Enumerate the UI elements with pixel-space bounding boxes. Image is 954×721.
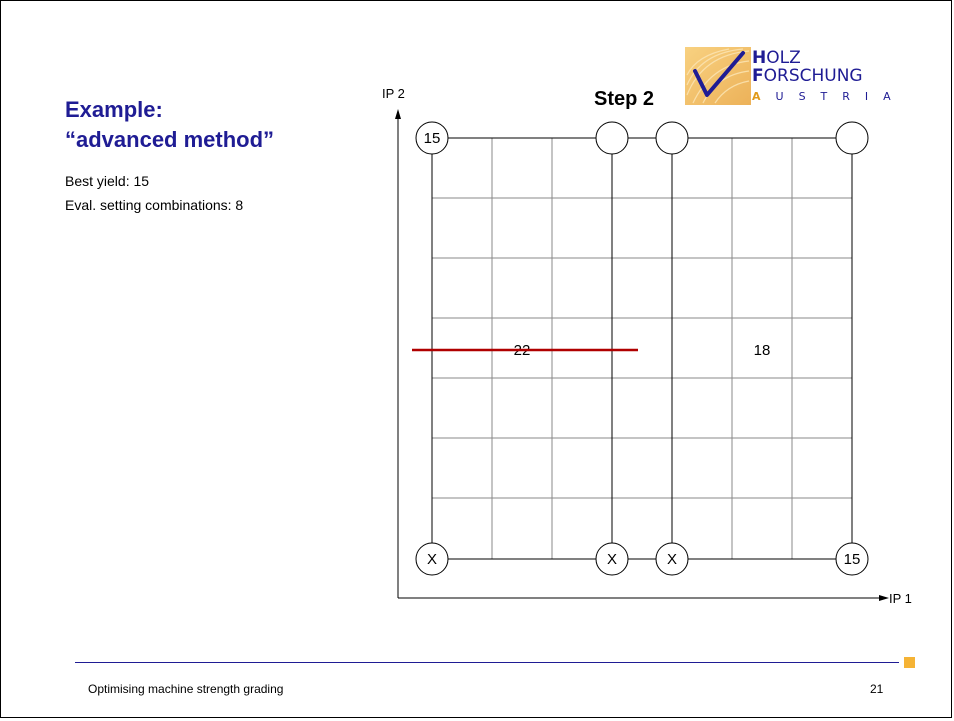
info-block: Best yield: 15 Eval. setting combination… [65,169,243,217]
node-top-left [415,121,449,155]
node-bottom-right [835,542,869,576]
node-bottom-left [415,542,449,576]
best-yield-text: Best yield: 15 [65,173,150,189]
slide-title: Example: “advanced method” [65,95,274,155]
x-axis-arrow-icon [879,595,889,601]
logo-word-olz: OLZ [766,48,801,68]
logo-initial-a: A [752,90,776,103]
holzforschung-logo: HOLZ FORSCHUNG AUSTRIA [683,45,903,107]
node-bottom-left-label: X [427,551,437,568]
node-bottom-mid-2-label: X [667,551,677,568]
logo-wordmark: HOLZ FORSCHUNG AUSTRIA [752,49,906,106]
node-top-right [835,121,869,155]
node-top-left-label: 15 [424,130,441,147]
logo-word-orschung: ORSCHUNG [763,66,863,86]
footer-text: Optimising machine strength grading [88,682,284,696]
node-bottom-right-label: 15 [844,551,861,568]
logo-initial-h: H [752,48,767,68]
node-bottom-mid-1 [595,542,629,576]
logo-emblem-icon [685,47,751,105]
y-axis-arrow-icon [395,109,401,119]
node-top-mid-2 [655,121,689,155]
logo-initial-f: F [752,66,764,86]
y-axis-label: IP 2 [382,86,405,101]
title-line-2: “advanced method” [65,127,275,152]
node-top-mid-1 [595,121,629,155]
title-line-1: Example: [65,97,163,122]
node-bottom-mid-1-label: X [607,551,617,568]
page-number: 21 [870,682,884,696]
boundary-lines [431,137,853,560]
footer-divider [75,662,899,663]
logo-word-ustria: USTRIA [775,90,906,103]
x-axis-label: IP 1 [889,591,912,606]
value-right: 18 [754,342,771,359]
footer-square-icon [904,657,915,668]
step-label: Step 2 [594,88,655,110]
eval-combinations-text: Eval. setting combinations: 8 [65,197,244,213]
node-bottom-mid-2 [655,542,689,576]
grid-lines [432,138,852,559]
